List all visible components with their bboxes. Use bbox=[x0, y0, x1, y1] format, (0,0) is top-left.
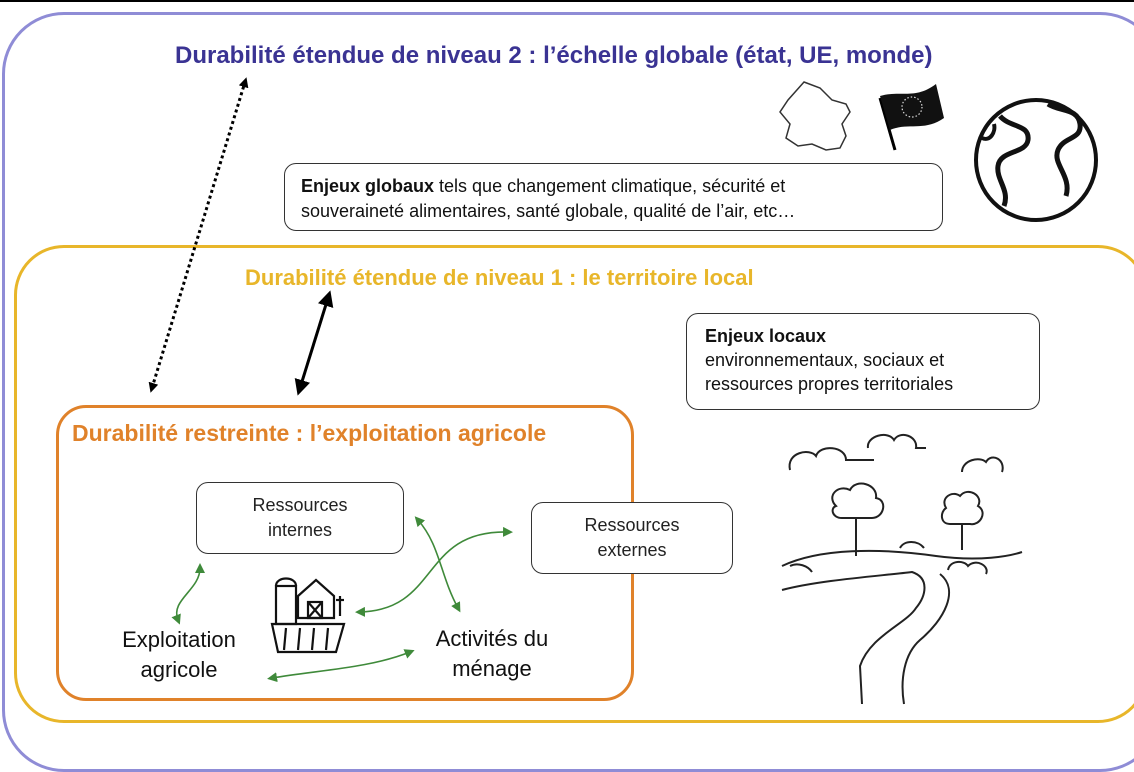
level2-title: Durabilité étendue de niveau 2 : l’échel… bbox=[175, 42, 933, 69]
landscape-icon bbox=[781, 433, 1023, 705]
global-issues-box: Enjeux globaux tels que changement clima… bbox=[284, 163, 943, 231]
top-rule bbox=[0, 0, 1134, 2]
level1-title: Durabilité étendue de niveau 1 : le terr… bbox=[245, 265, 754, 290]
local-issues-text-1: environnementaux, sociaux et bbox=[705, 350, 945, 370]
eu-flag-icon bbox=[878, 84, 944, 151]
household-label: Activités du ménage bbox=[412, 624, 572, 684]
level0-title: Durabilité restreinte : l’exploitation a… bbox=[72, 420, 547, 446]
farm-label-line2: agricole bbox=[140, 657, 218, 682]
local-issues-heading: Enjeux locaux bbox=[705, 326, 827, 346]
external-resources-box: Ressources externes bbox=[531, 502, 733, 574]
globe-icon bbox=[974, 98, 1098, 222]
internal-resources-line1: Ressources bbox=[252, 495, 348, 515]
solid-link-arrow bbox=[294, 290, 334, 396]
arrow-farm-household bbox=[267, 649, 415, 683]
global-issues-text-1: tels que changement climatique, sécurité… bbox=[434, 176, 786, 196]
local-issues-text-2: ressources propres territoriales bbox=[705, 374, 954, 394]
arrow-external-farmbuilding bbox=[355, 526, 513, 617]
diagram-graphics bbox=[148, 77, 1098, 705]
farm-label-line1: Exploitation bbox=[122, 627, 236, 652]
france-map-icon bbox=[779, 81, 851, 151]
external-resources-line2: externes bbox=[597, 540, 667, 560]
arrow-farm-internal bbox=[171, 563, 205, 625]
dotted-link-arrow bbox=[148, 77, 249, 393]
household-label-line1: Activités du bbox=[435, 626, 549, 651]
internal-resources-line2: internes bbox=[267, 520, 333, 540]
farm-icon bbox=[270, 577, 346, 654]
farm-label: Exploitation agricole bbox=[104, 625, 254, 685]
external-resources-line1: Ressources bbox=[584, 515, 680, 535]
local-issues-box: Enjeux locaux environnementaux, sociaux … bbox=[686, 313, 1040, 410]
global-issues-text-2: souveraineté alimentaires, santé globale… bbox=[301, 201, 796, 221]
level1-container bbox=[14, 245, 1134, 723]
global-issues-heading: Enjeux globaux bbox=[301, 176, 435, 196]
internal-resources-box: Ressources internes bbox=[196, 482, 404, 554]
arrow-internal-household bbox=[414, 516, 461, 613]
household-label-line2: ménage bbox=[452, 656, 532, 681]
